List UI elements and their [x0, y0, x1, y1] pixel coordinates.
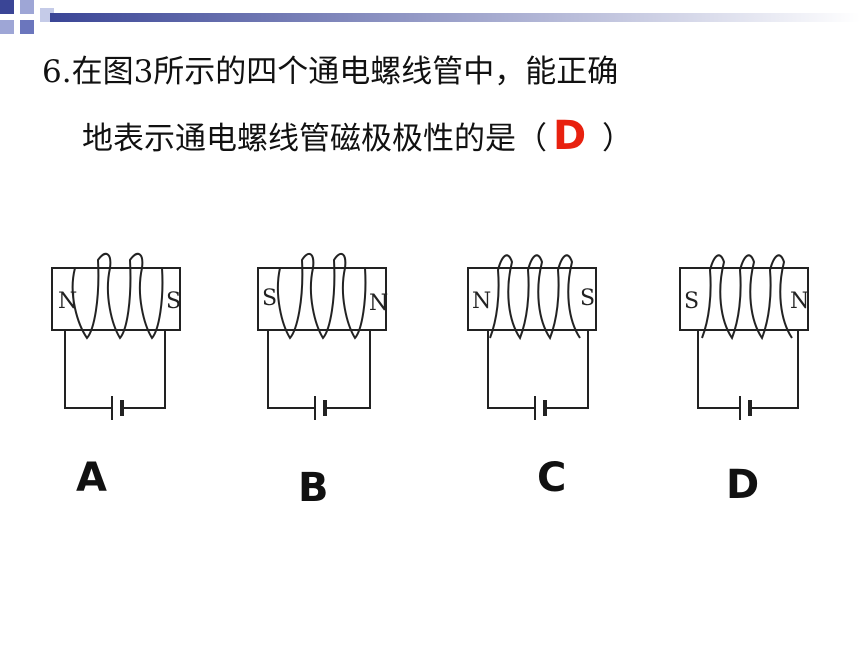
- question-line-2-close: ）: [592, 121, 634, 157]
- pole-right-a: S: [166, 289, 181, 314]
- pole-left-c: N: [472, 289, 491, 314]
- option-label-d: D: [726, 462, 760, 508]
- answer-letter: D: [553, 113, 587, 159]
- pole-left-b: S: [262, 286, 277, 311]
- pole-left-a: N: [58, 289, 77, 314]
- pole-left-d: S: [684, 289, 699, 314]
- question-text: 6.在图3所示的四个通电螺线管中，能正确 地表示通电螺线管磁极极性的是（D ）: [42, 40, 633, 171]
- solenoid-a: N S: [51, 252, 181, 420]
- pole-right-c: S: [580, 286, 595, 311]
- solenoid-d: S N: [679, 254, 809, 420]
- option-label-b: B: [298, 465, 329, 511]
- solenoid-b: S N: [257, 252, 388, 420]
- question-line-2-text: 地表示通电螺线管磁极极性的是（: [82, 121, 547, 157]
- pole-right-d: N: [790, 289, 809, 314]
- solenoid-diagrams: N S S N N S S N: [51, 252, 809, 420]
- option-label-c: C: [537, 455, 567, 501]
- question-line-2: 地表示通电螺线管磁极极性的是（D ）: [42, 104, 633, 171]
- pole-right-b: N: [369, 291, 388, 316]
- option-label-a: A: [76, 455, 107, 501]
- question-line-1: 6.在图3所示的四个通电螺线管中，能正确: [42, 54, 619, 90]
- solenoid-c: N S: [467, 254, 597, 420]
- header-decoration: [0, 0, 860, 34]
